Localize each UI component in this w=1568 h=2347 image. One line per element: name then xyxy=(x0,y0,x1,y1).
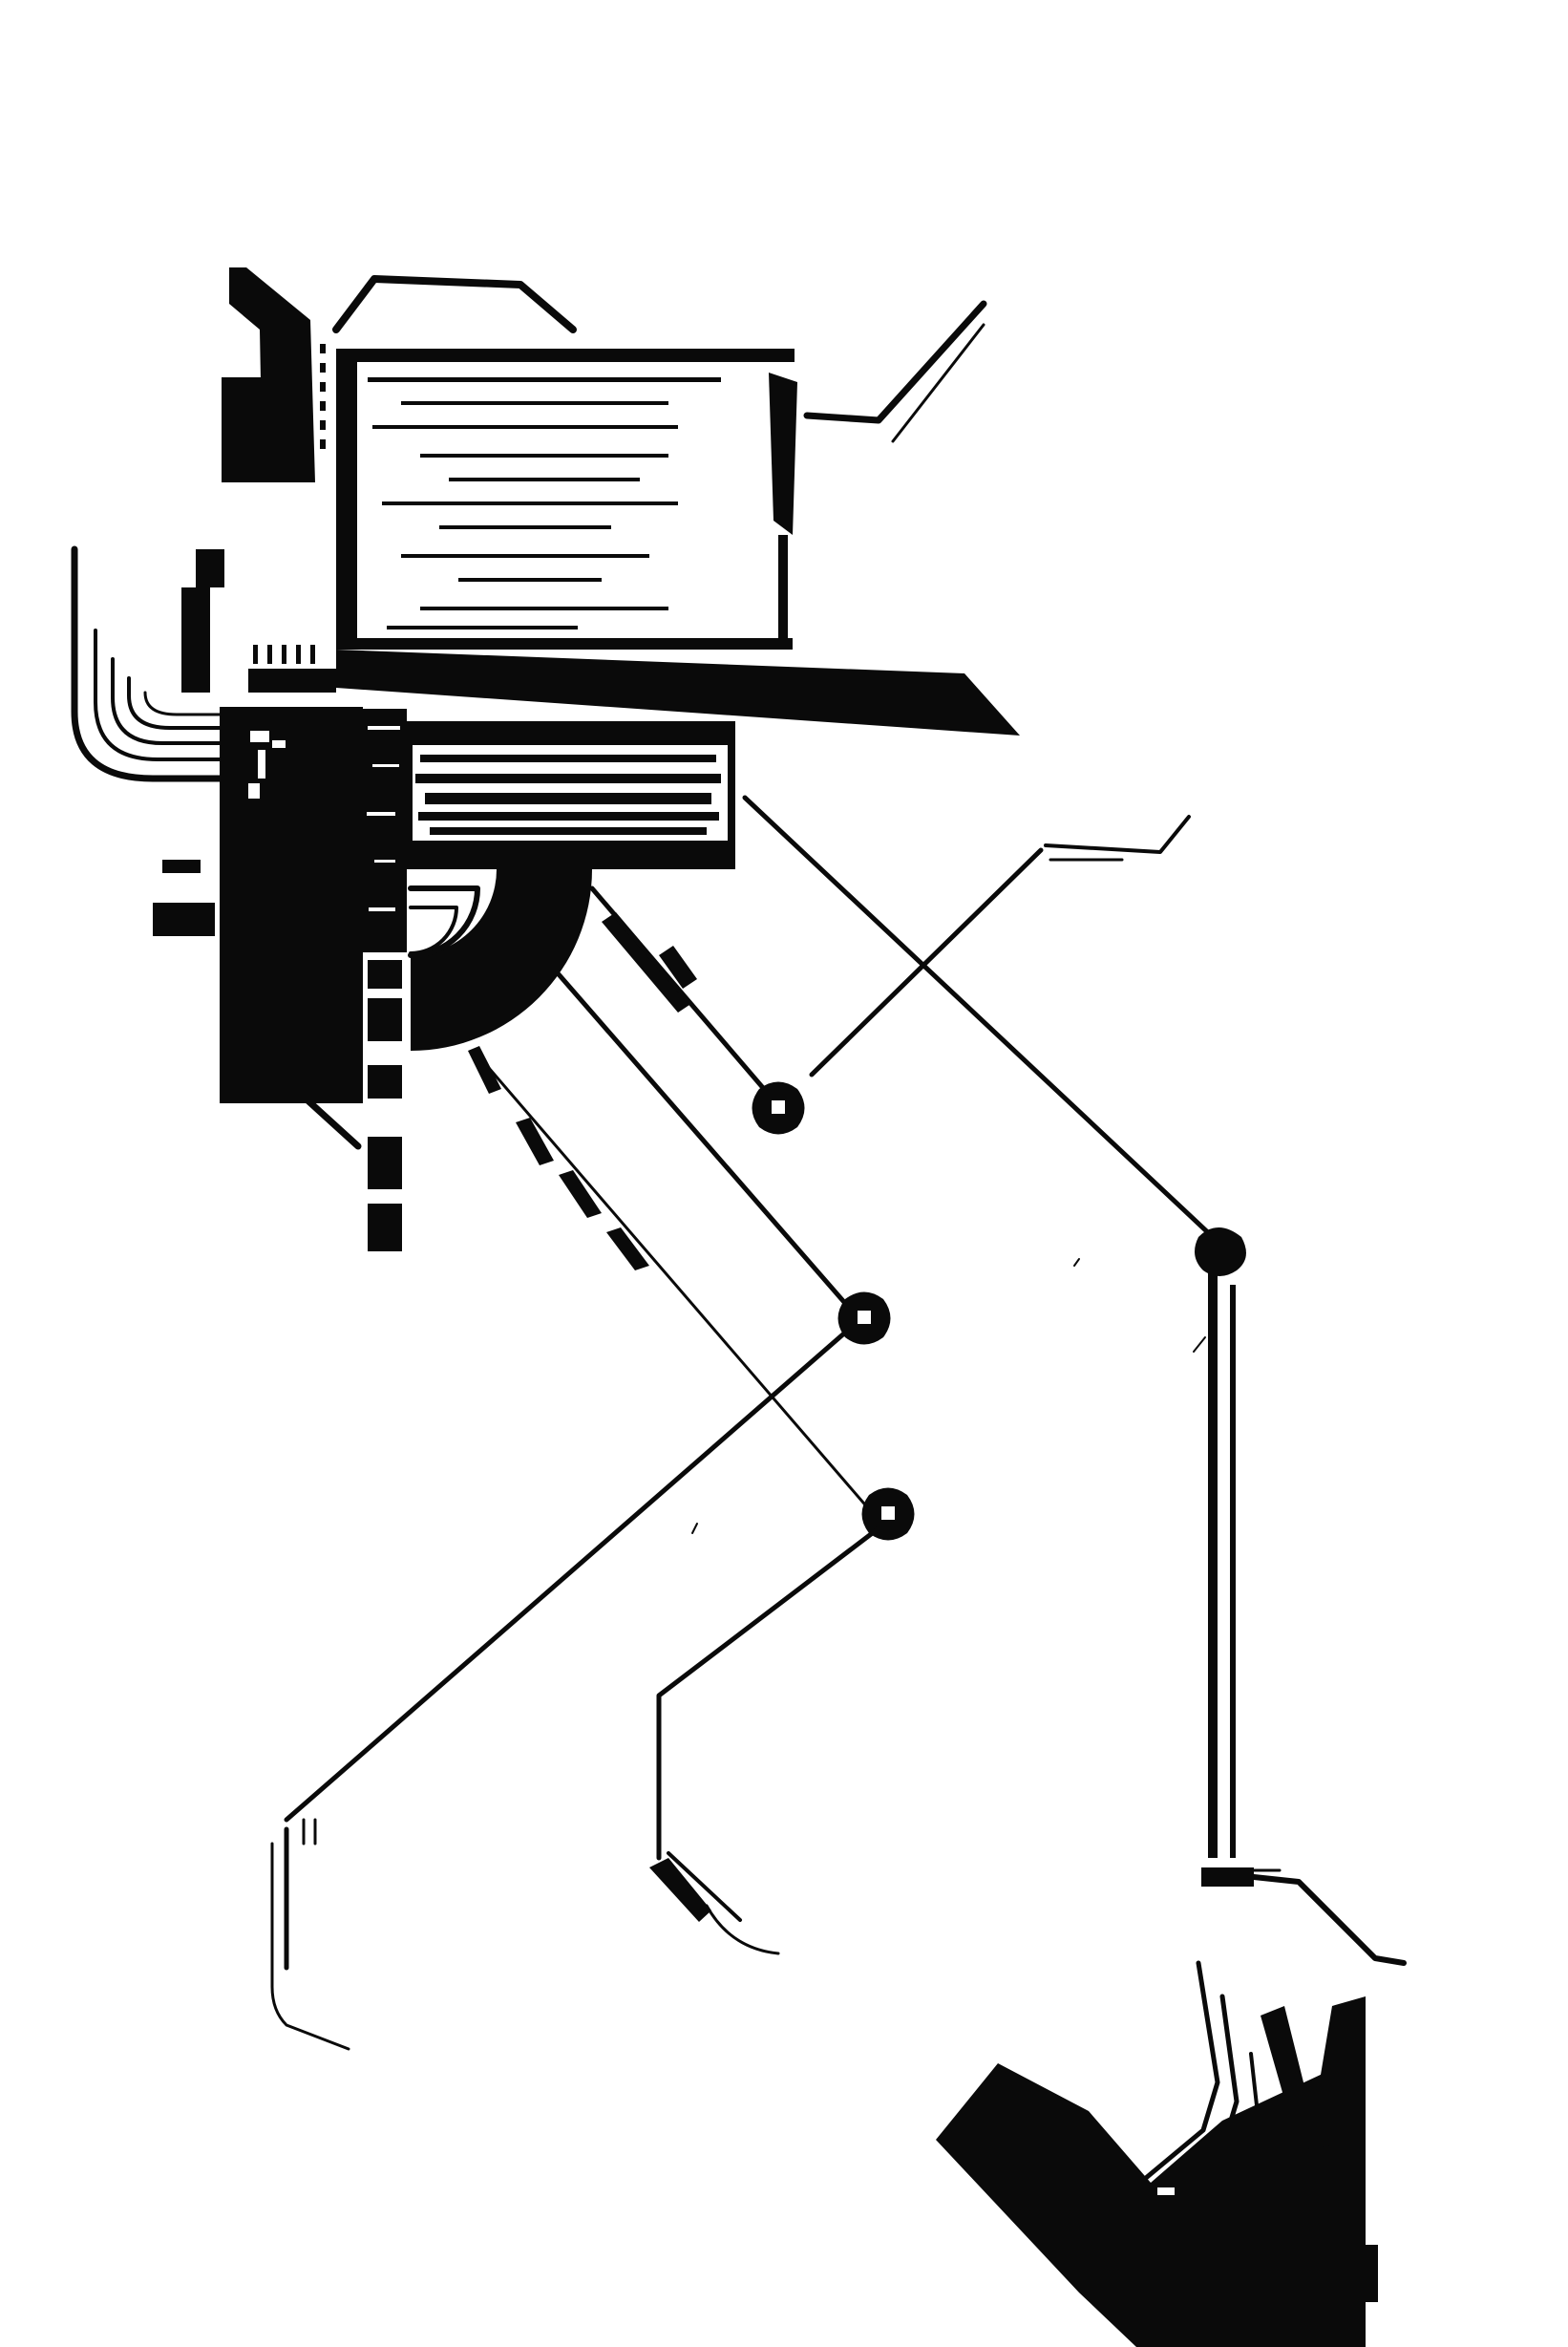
machine-cluster xyxy=(71,267,1020,1251)
box-hatching xyxy=(368,377,721,629)
left-arc-stack xyxy=(71,545,224,782)
dashed-bars xyxy=(468,912,697,1270)
wedge-platform xyxy=(336,650,1020,736)
connector-lines xyxy=(480,795,1216,1511)
column-texture xyxy=(367,726,400,911)
top-handle xyxy=(332,275,577,333)
segmented-strip xyxy=(368,960,402,1251)
pillar-block xyxy=(222,377,265,482)
joint-nodes xyxy=(752,1081,1246,1541)
slab-texture xyxy=(415,755,721,835)
platform-ticks xyxy=(253,645,315,664)
vertical-post xyxy=(1208,1270,1218,1858)
joint-node xyxy=(1195,1227,1246,1276)
main-box xyxy=(336,349,797,650)
slanted-pillar xyxy=(229,267,315,482)
lower-legs xyxy=(270,1270,1407,2051)
diagonal-beam xyxy=(936,2054,1366,2347)
ink-specks xyxy=(691,1258,1206,1534)
bottom-right-mass xyxy=(936,1960,1378,2347)
side-fragment xyxy=(153,903,215,936)
pillar-ticks xyxy=(320,344,326,449)
block-glyphs xyxy=(248,731,286,799)
upper-right-arm xyxy=(803,300,987,424)
black-block xyxy=(220,707,363,1103)
textured-column xyxy=(361,709,407,952)
